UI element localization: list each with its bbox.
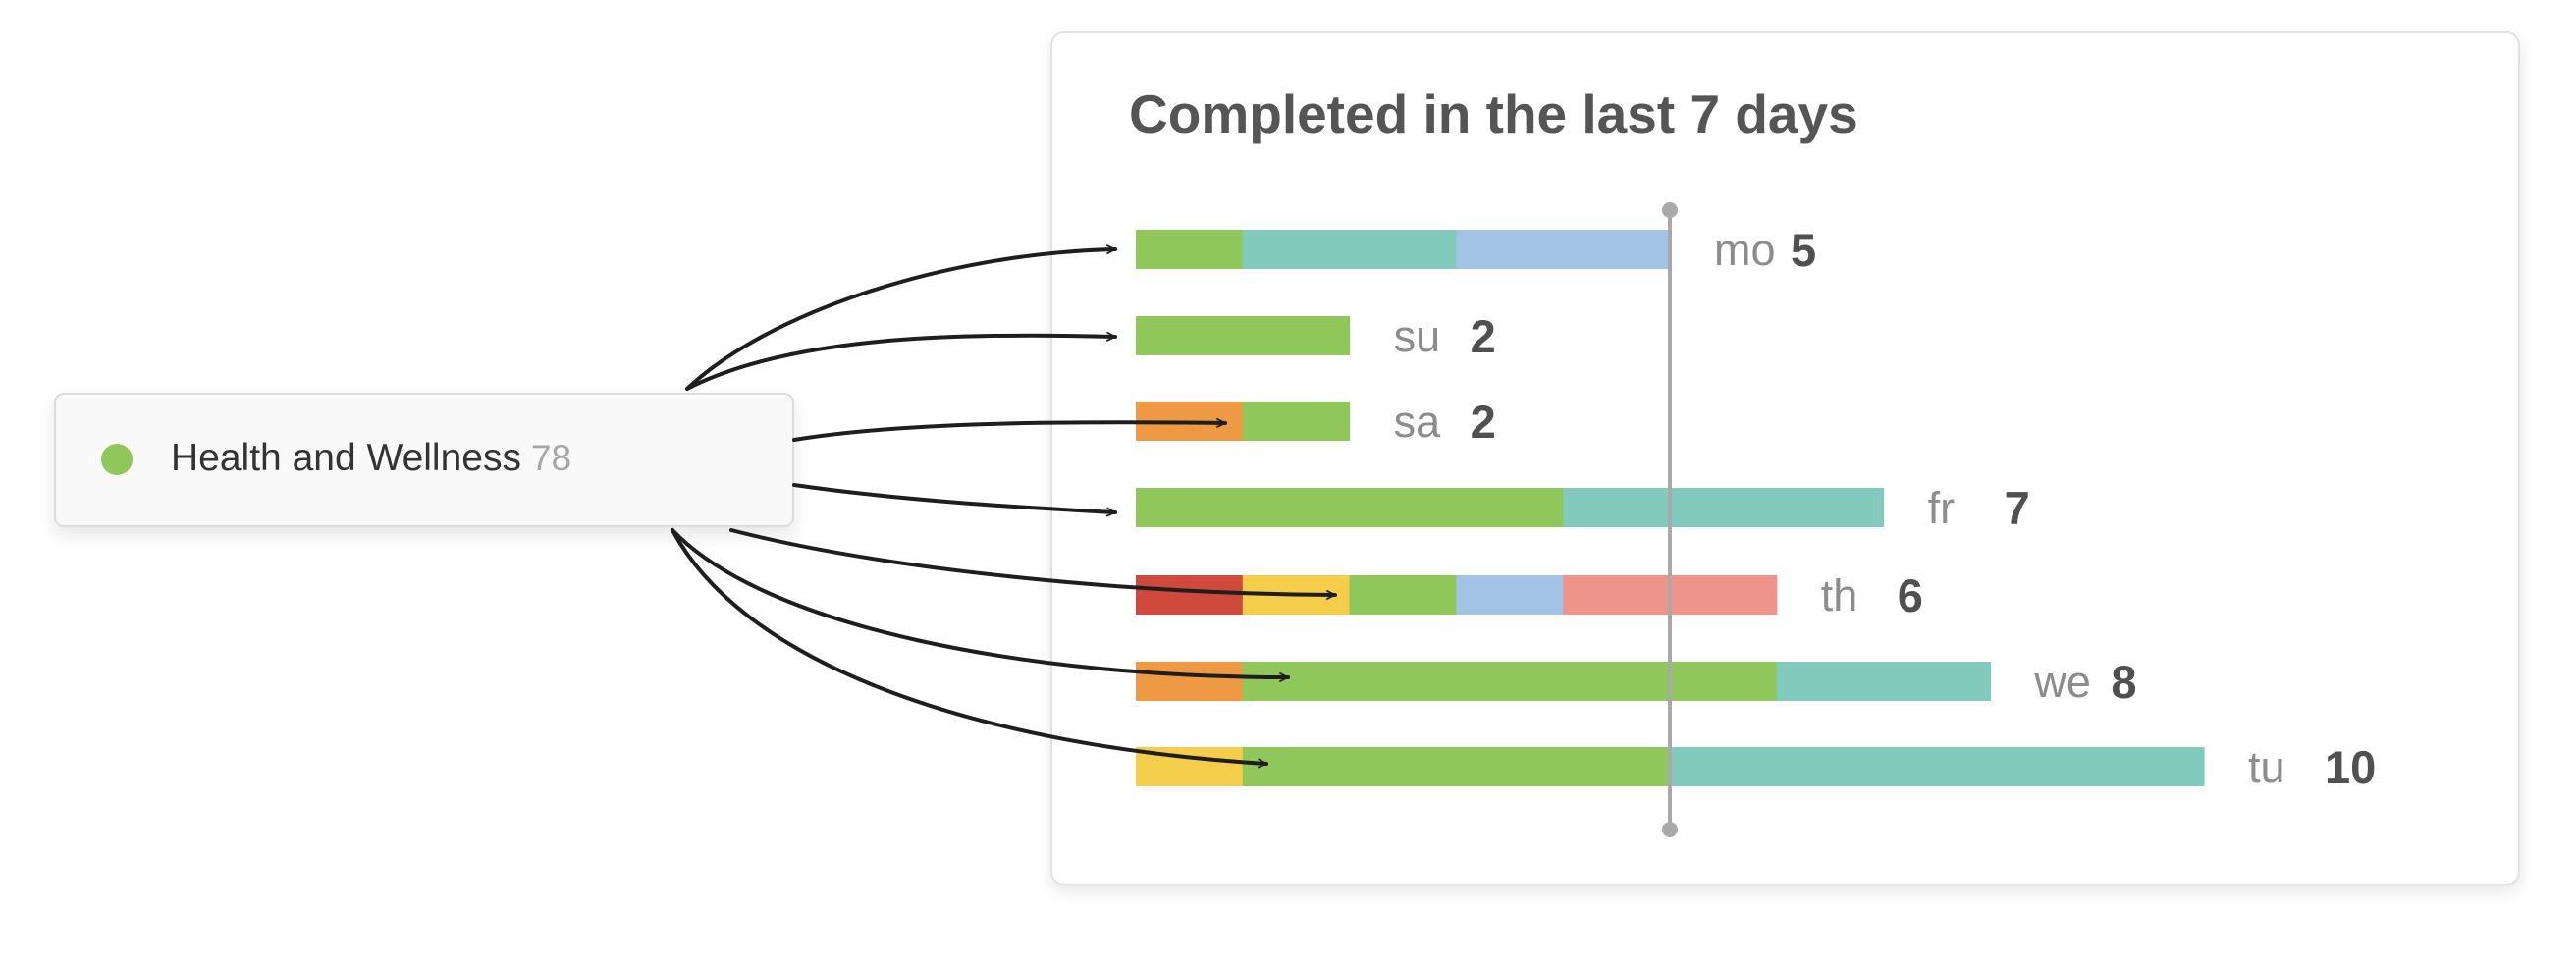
chart-title: Completed in the last 7 days bbox=[1129, 83, 1858, 144]
arrow-to-th bbox=[729, 528, 1337, 600]
bar-segment-th-3 bbox=[1456, 575, 1564, 615]
day-label-mo: mo bbox=[1714, 225, 1776, 275]
day-label-fr: fr bbox=[1928, 483, 1956, 533]
day-label-su: su bbox=[1394, 311, 1441, 361]
bar-segment-mo-2 bbox=[1456, 230, 1671, 269]
day-label-th: th bbox=[1821, 570, 1858, 620]
day-label-sa: sa bbox=[1394, 397, 1442, 447]
day-count-su: 2 bbox=[1471, 310, 1496, 362]
arrow-to-mo bbox=[685, 244, 1117, 391]
bar-segment-sa-1 bbox=[1242, 402, 1351, 441]
bar-segment-th-0 bbox=[1136, 575, 1244, 615]
day-count-fr: 7 bbox=[2005, 482, 2030, 534]
arrow-to-su bbox=[685, 331, 1117, 391]
day-label-tu: tu bbox=[2248, 742, 2285, 792]
bar-segment-tu-2 bbox=[1670, 747, 2205, 786]
bar-segment-th-2 bbox=[1349, 575, 1457, 615]
arrow-to-tu bbox=[671, 528, 1268, 769]
reference-line-top-cap bbox=[1662, 202, 1678, 218]
day-label-we: we bbox=[2033, 657, 2091, 707]
bar-segment-fr-0 bbox=[1136, 488, 1564, 527]
day-count-tu: 10 bbox=[2325, 741, 2376, 793]
bar-segment-tu-1 bbox=[1242, 747, 1671, 786]
day-count-sa: 2 bbox=[1471, 396, 1496, 448]
reference-line-layer bbox=[1662, 202, 1678, 837]
arrow-to-fr bbox=[792, 483, 1117, 517]
bar-segment-mo-0 bbox=[1136, 230, 1244, 269]
bar-segment-we-1 bbox=[1242, 662, 1778, 701]
bar-segment-mo-1 bbox=[1242, 230, 1457, 269]
arrow-to-sa bbox=[792, 418, 1227, 442]
completed-chart-panel: Completed in the last 7 days bbox=[1050, 31, 2520, 885]
bar-segment-we-0 bbox=[1136, 662, 1244, 701]
day-count-we: 8 bbox=[2111, 656, 2136, 708]
arrow-to-we bbox=[671, 528, 1290, 682]
project-task-count: 78 bbox=[530, 438, 572, 478]
bar-segment-we-2 bbox=[1776, 662, 1991, 701]
reference-line-bottom-cap bbox=[1662, 822, 1678, 837]
day-labels-layer: mo 5 su 2 sa 2 fr 7 th 6 we 8 tu 10 bbox=[1394, 224, 2377, 793]
project-color-dot-icon bbox=[101, 444, 133, 475]
day-count-mo: 5 bbox=[1791, 224, 1816, 276]
bars-layer bbox=[1136, 230, 2205, 786]
annotation-arrows-layer bbox=[671, 244, 1337, 769]
bar-segment-su-0 bbox=[1136, 316, 1351, 355]
day-count-th: 6 bbox=[1898, 569, 1923, 621]
bar-segment-fr-1 bbox=[1563, 488, 1885, 527]
project-name-text: Health and Wellness bbox=[171, 437, 521, 479]
